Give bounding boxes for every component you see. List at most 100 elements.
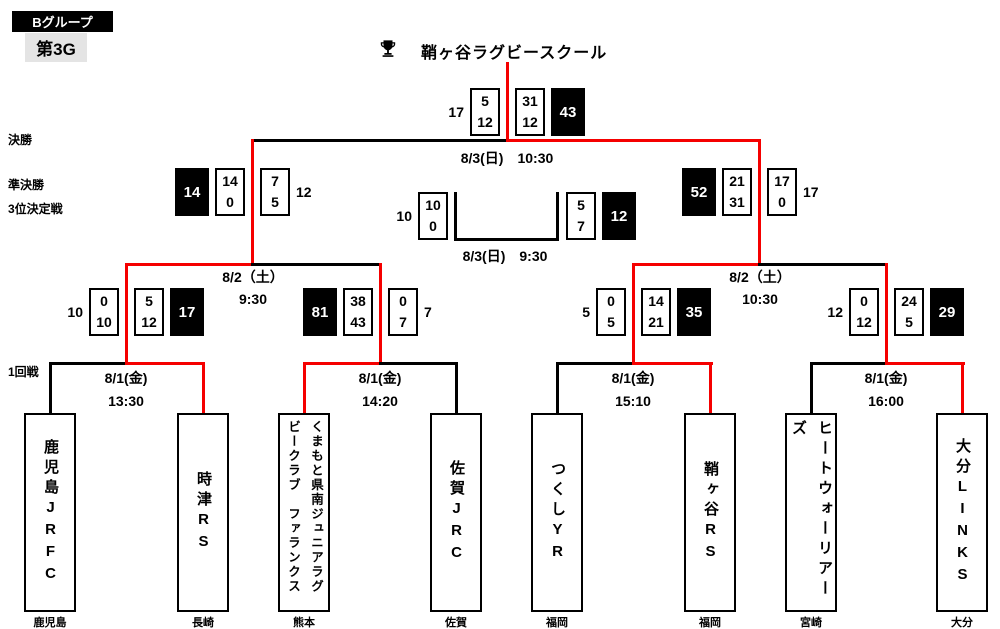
round-label-final: 決勝 (8, 133, 33, 147)
match2-junction-line (379, 263, 382, 365)
match1-score-right: 5 12 17 (134, 288, 204, 336)
half2-score: 10 (96, 314, 112, 330)
semifinal1-score-left: 14 14 0 (175, 168, 245, 216)
team-name: 鞘ヶ谷RS (702, 460, 719, 565)
match3-score-right: 14 21 35 (641, 288, 711, 336)
half1-score: 38 (350, 293, 366, 309)
half-score-box: 5 7 (566, 192, 596, 240)
match4-line-left (810, 362, 888, 365)
half2-score: 7 (577, 218, 585, 234)
semifinal2-date: 8/2（土） (729, 269, 791, 285)
half1-score: 24 (901, 293, 917, 309)
half-score-box: 5 12 (134, 288, 164, 336)
match3-score-left: 5 0 5 (582, 288, 626, 336)
semifinal-left-junction-line (251, 139, 254, 266)
trophy-icon (379, 39, 397, 58)
third-place-datetime: 8/3(日) 9:30 (420, 246, 590, 266)
semifinal2-score-right: 17 0 17 (767, 168, 819, 216)
team-name: 時津RS (195, 470, 212, 555)
half1-score: 0 (860, 293, 868, 309)
match1-date: 8/1(金) (104, 370, 148, 386)
match-time: 10:30 (517, 150, 554, 166)
match-date: 8/3(日) (462, 248, 506, 264)
match3-time: 15:10 (615, 393, 651, 409)
half-score-box: 0 5 (596, 288, 626, 336)
half-score-box: 17 0 (767, 168, 797, 216)
match2-time: 14:20 (362, 393, 398, 409)
semifinal1-score-right: 7 5 12 (260, 168, 312, 216)
match1-time: 13:30 (108, 393, 144, 409)
semifinal-left-line-left (125, 263, 254, 266)
team-box-tsukushi-yr: つくしYR (531, 413, 583, 612)
match2-score-right: 0 7 7 (388, 288, 432, 336)
third-place-line-left (454, 192, 457, 241)
third-place-score-right: 5 7 12 (566, 192, 636, 240)
score-total: 10 (396, 208, 412, 224)
match3-date: 8/1(金) (611, 370, 655, 386)
half2-score: 12 (141, 314, 157, 330)
match2-score-left: 81 38 43 (303, 288, 373, 336)
match2-line-right (379, 362, 458, 365)
semifinal-right-junction-line (758, 139, 761, 266)
half1-score: 31 (522, 93, 538, 109)
winner-score-box: 81 (303, 288, 337, 336)
third-place-score-left: 10 10 0 (396, 192, 448, 240)
round-label-first-round: 1回戦 (8, 365, 39, 379)
round-label-third-place: 3位決定戦 (8, 202, 63, 216)
half-score-box: 10 0 (418, 192, 448, 240)
match2-line-left (303, 362, 382, 365)
half1-score: 14 (222, 173, 238, 189)
half2-score: 5 (905, 314, 913, 330)
team7-stub-line (810, 362, 813, 415)
winner-score-box: 52 (682, 168, 716, 216)
team-box-sayagatani-rs: 鞘ヶ谷RS (684, 413, 736, 612)
team5-stub-line (556, 362, 559, 415)
team2-stub-line (202, 362, 205, 415)
team-box-oita-links: 大分LINKS (936, 413, 988, 612)
match-time: 9:30 (519, 248, 548, 264)
winner-score-box: 12 (602, 192, 636, 240)
team-name: 鹿児島JRFC (42, 438, 59, 587)
half-score-box: 24 5 (894, 288, 924, 336)
team-name: くまもと県南ジュニアラグビークラブ ファランクス (286, 419, 323, 594)
team-box-heat-warriors: ヒートウォーリアーズ (785, 413, 837, 612)
final-score-left: 17 5 12 (448, 88, 500, 136)
round-label-semifinal: 準決勝 (8, 178, 45, 192)
team-box-kagoshima-jrfc: 鹿児島JRFC (24, 413, 76, 612)
half2-score: 43 (350, 314, 366, 330)
group-badge: Bグループ (12, 11, 113, 32)
final-line-right (506, 139, 761, 142)
half1-score: 7 (271, 173, 279, 189)
match1-junction-line (125, 263, 128, 365)
prefecture-label: 福岡 (546, 617, 568, 629)
half-score-box: 0 12 (849, 288, 879, 336)
half1-score: 5 (145, 293, 153, 309)
winner-score-box: 35 (677, 288, 711, 336)
champion-name: 鞘ヶ谷ラグビースクール (421, 45, 608, 62)
half2-score: 7 (399, 314, 407, 330)
team8-stub-line (961, 362, 964, 415)
team-box-saga-jrc: 佐賀JRC (430, 413, 482, 612)
half2-score: 0 (226, 194, 234, 210)
winner-score-box: 14 (175, 168, 209, 216)
half-score-box: 14 0 (215, 168, 245, 216)
match3-junction-line (632, 263, 635, 365)
half1-score: 0 (100, 293, 108, 309)
score-total: 10 (67, 304, 83, 320)
match-date: 8/3(日) (460, 150, 504, 166)
match3-line-right (632, 362, 713, 365)
champion-line (506, 62, 509, 142)
team-name: ヒートウォーリアーズ (790, 419, 833, 600)
winner-score-box: 29 (930, 288, 964, 336)
final-datetime: 8/3(日) 10:30 (422, 148, 592, 168)
semifinal1-time: 9:30 (238, 291, 268, 307)
half1-score: 0 (399, 293, 407, 309)
team-box-togitsu-rs: 時津RS (177, 413, 229, 612)
game-number-badge: 第3G (25, 33, 87, 62)
final-line-left (251, 139, 509, 142)
match4-time: 16:00 (868, 393, 904, 409)
half-score-box: 14 21 (641, 288, 671, 336)
semifinal-left-line-right (251, 263, 382, 266)
match2-date: 8/1(金) (358, 370, 402, 386)
